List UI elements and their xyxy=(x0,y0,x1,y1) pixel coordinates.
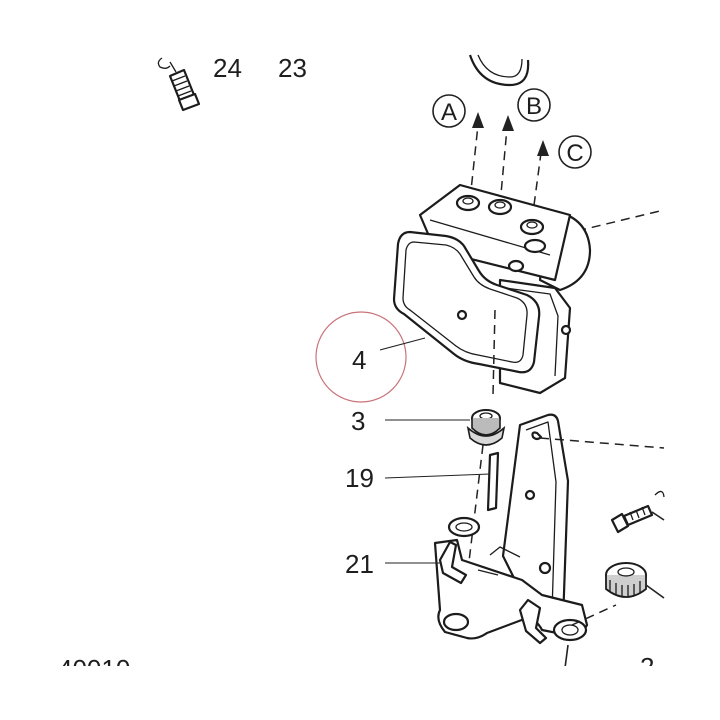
abs-modulator-drawing xyxy=(392,183,592,396)
right-clip-mask xyxy=(665,0,720,720)
callout-21: 21 xyxy=(345,549,374,579)
svg-text:C: C xyxy=(566,140,583,167)
callout-24: 24 xyxy=(213,53,242,83)
bottom-clip-mask xyxy=(0,666,720,720)
arrow-label-b: B xyxy=(517,88,551,122)
svg-text:B: B xyxy=(526,93,542,120)
grommet-drawing xyxy=(466,409,506,446)
callout-23: 23 xyxy=(278,53,307,83)
callout-19: 19 xyxy=(345,463,374,493)
arrow-label-c: C xyxy=(558,135,592,169)
leader-line-19 xyxy=(384,473,491,479)
callout-4: 4 xyxy=(352,345,366,375)
svg-text:A: A xyxy=(441,99,457,126)
brake-line-drawing xyxy=(468,54,530,87)
highlight-circle xyxy=(315,311,407,403)
serrated-nut-drawing xyxy=(605,562,665,599)
arrow-label-a: A xyxy=(432,94,466,128)
bleeder-screw-drawing xyxy=(157,57,201,112)
mounting-bracket-drawing xyxy=(433,413,589,645)
bolt-drawing xyxy=(610,490,665,534)
leader-line-4 xyxy=(379,337,426,351)
callout-3: 3 xyxy=(351,406,365,436)
